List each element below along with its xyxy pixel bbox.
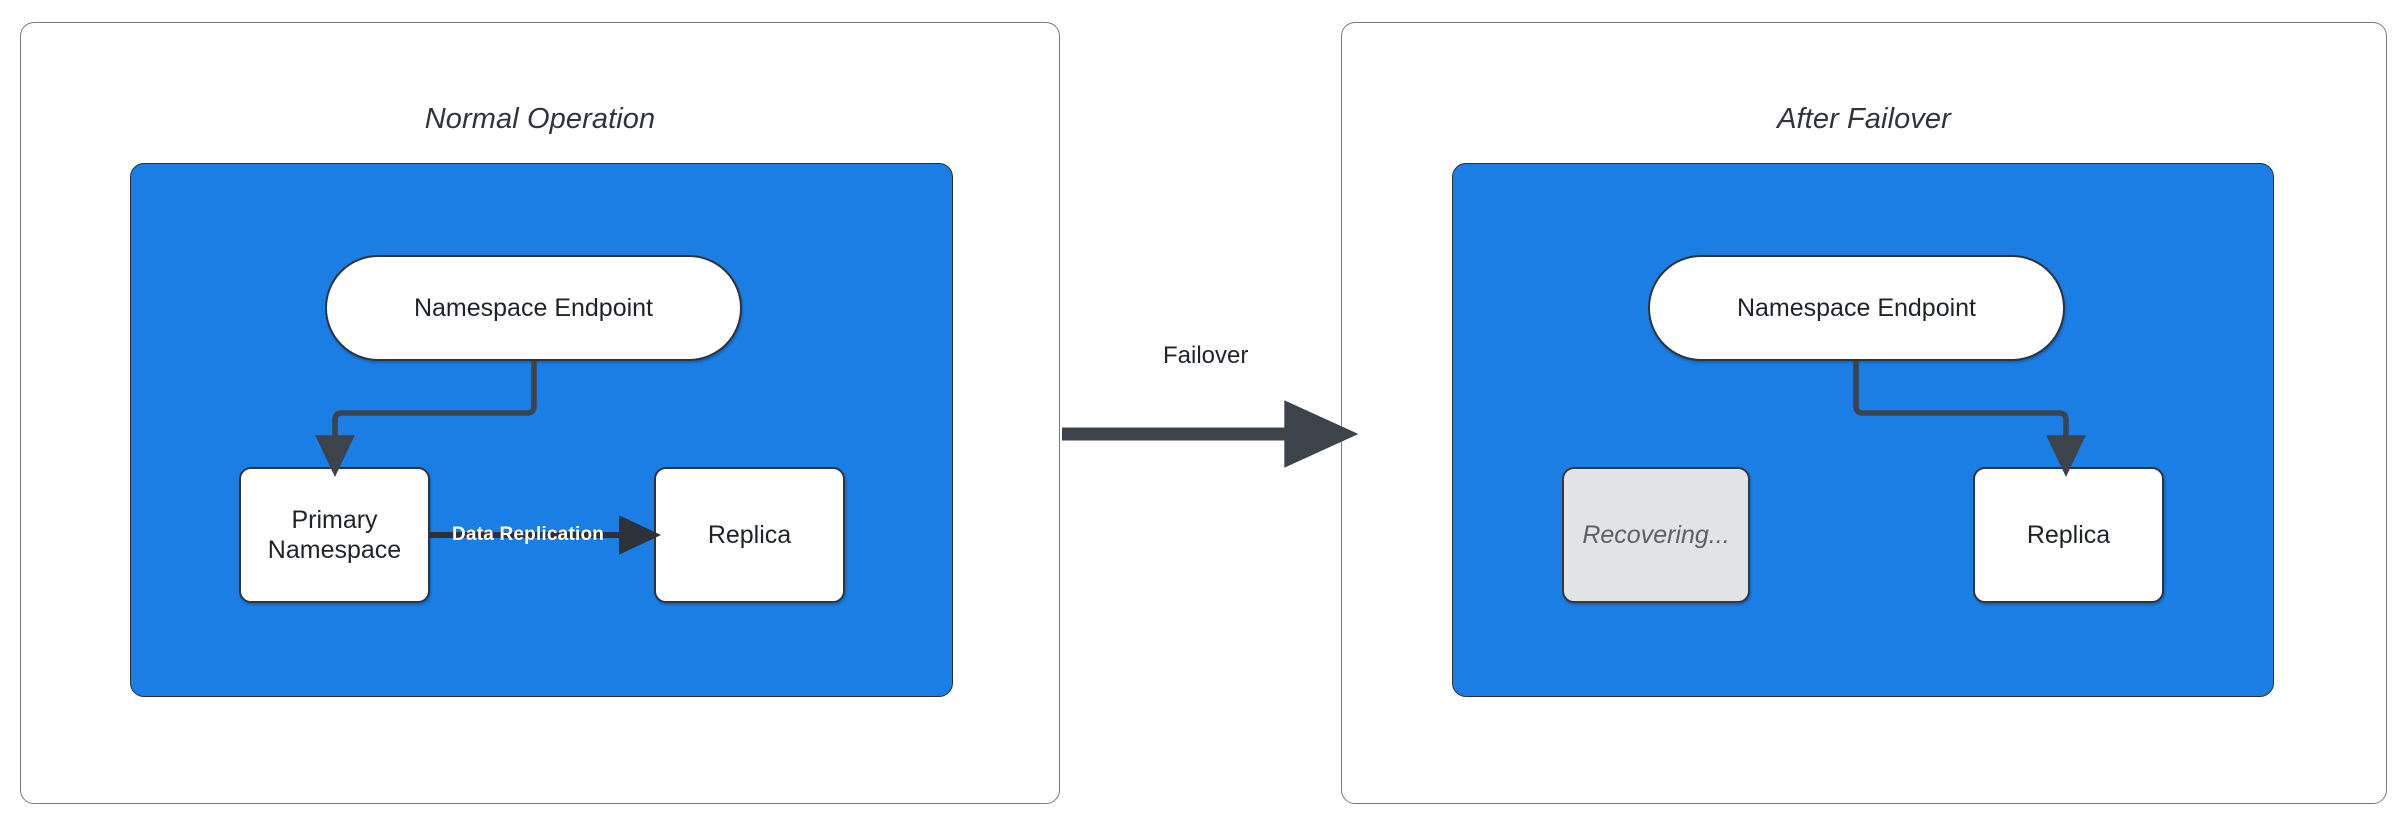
node-label: Namespace Endpoint bbox=[413, 293, 654, 322]
node-label: Namespace Endpoint bbox=[1736, 293, 1977, 322]
node-namespace-endpoint-left[interactable]: Namespace Endpoint bbox=[325, 255, 742, 361]
node-recovering[interactable]: Recovering... bbox=[1562, 467, 1750, 603]
node-label: Primary Namespace bbox=[268, 505, 401, 566]
node-label-line2: Namespace bbox=[267, 536, 402, 564]
node-label: Replica bbox=[707, 520, 792, 549]
node-label: Replica bbox=[2026, 520, 2111, 549]
node-label: Recovering... bbox=[1582, 520, 1730, 549]
edge-label-data-replication: Data Replication bbox=[452, 524, 605, 545]
node-namespace-endpoint-right[interactable]: Namespace Endpoint bbox=[1648, 255, 2065, 361]
panel-title-after-failover: After Failover bbox=[1777, 103, 1951, 135]
node-label-line1: Primary bbox=[291, 505, 378, 534]
node-primary-namespace[interactable]: Primary Namespace bbox=[239, 467, 430, 603]
node-replica-right[interactable]: Replica bbox=[1973, 467, 2164, 603]
panel-title-normal-operation: Normal Operation bbox=[424, 103, 656, 135]
zone-normal-operation bbox=[130, 163, 953, 697]
edge-label-failover: Failover bbox=[1163, 342, 1249, 369]
node-replica-left[interactable]: Replica bbox=[654, 467, 845, 603]
zone-after-failover bbox=[1452, 163, 2274, 697]
